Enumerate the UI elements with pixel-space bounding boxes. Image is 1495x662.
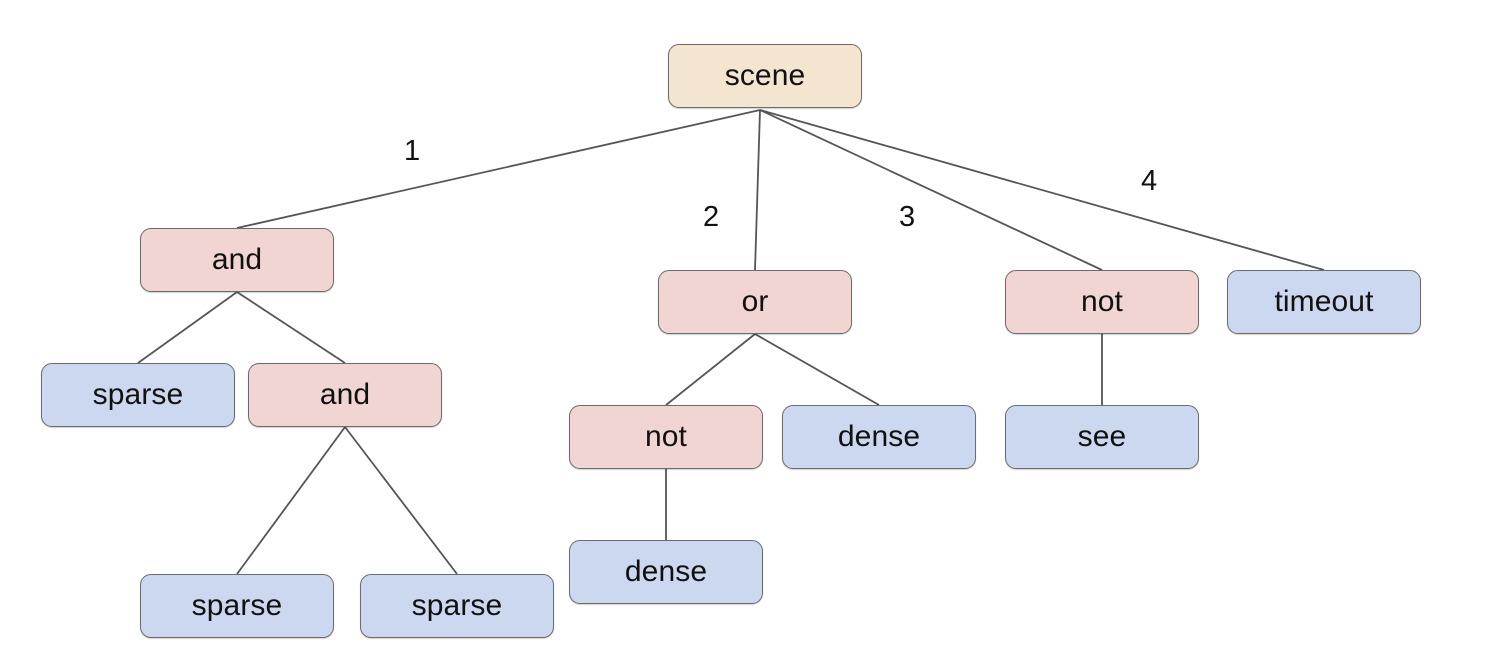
tree-node-label: not <box>644 420 687 453</box>
tree-node-label: and <box>211 243 263 276</box>
tree-node-and1[interactable]: and <box>140 228 334 292</box>
tree-node-label: sparse <box>92 378 184 411</box>
tree-node-label: scene <box>724 59 806 92</box>
tree-node-scene[interactable]: scene <box>668 44 862 108</box>
tree-edge <box>754 333 880 406</box>
tree-edge <box>759 109 1325 271</box>
tree-node-label: sparse <box>191 589 283 622</box>
tree-node-label: or <box>741 285 769 318</box>
tree-node-label: not <box>1080 285 1123 318</box>
tree-node-sparse1[interactable]: sparse <box>41 363 235 427</box>
edge-order-label-3: 3 <box>899 201 916 233</box>
tree-edge <box>236 109 761 229</box>
tree-edge <box>236 291 346 364</box>
tree-node-not1[interactable]: not <box>1005 270 1199 334</box>
edge-order-label-1: 1 <box>404 135 421 167</box>
tree-node-not2[interactable]: not <box>569 405 763 469</box>
tree-edge <box>236 426 346 575</box>
tree-node-label: dense <box>837 420 921 453</box>
tree-edge <box>137 291 238 364</box>
tree-node-see1[interactable]: see <box>1005 405 1199 469</box>
tree-node-and2[interactable]: and <box>248 363 442 427</box>
tree-edge <box>754 109 761 271</box>
tree-node-timeout1[interactable]: timeout <box>1227 270 1421 334</box>
tree-node-sparse3[interactable]: sparse <box>360 574 554 638</box>
tree-node-or1[interactable]: or <box>658 270 852 334</box>
tree-node-dense1[interactable]: dense <box>782 405 976 469</box>
tree-node-label: sparse <box>411 589 503 622</box>
edge-order-label-4: 4 <box>1141 165 1158 197</box>
tree-edge <box>665 333 756 406</box>
tree-node-label: timeout <box>1274 285 1374 318</box>
tree-edge <box>759 109 1103 271</box>
tree-node-label: see <box>1077 420 1127 453</box>
edge-order-label-2: 2 <box>703 201 720 233</box>
tree-edge <box>344 426 458 575</box>
tree-node-label: and <box>319 378 371 411</box>
tree-node-label: dense <box>624 555 708 588</box>
tree-node-dense2[interactable]: dense <box>569 540 763 604</box>
tree-node-sparse2[interactable]: sparse <box>140 574 334 638</box>
